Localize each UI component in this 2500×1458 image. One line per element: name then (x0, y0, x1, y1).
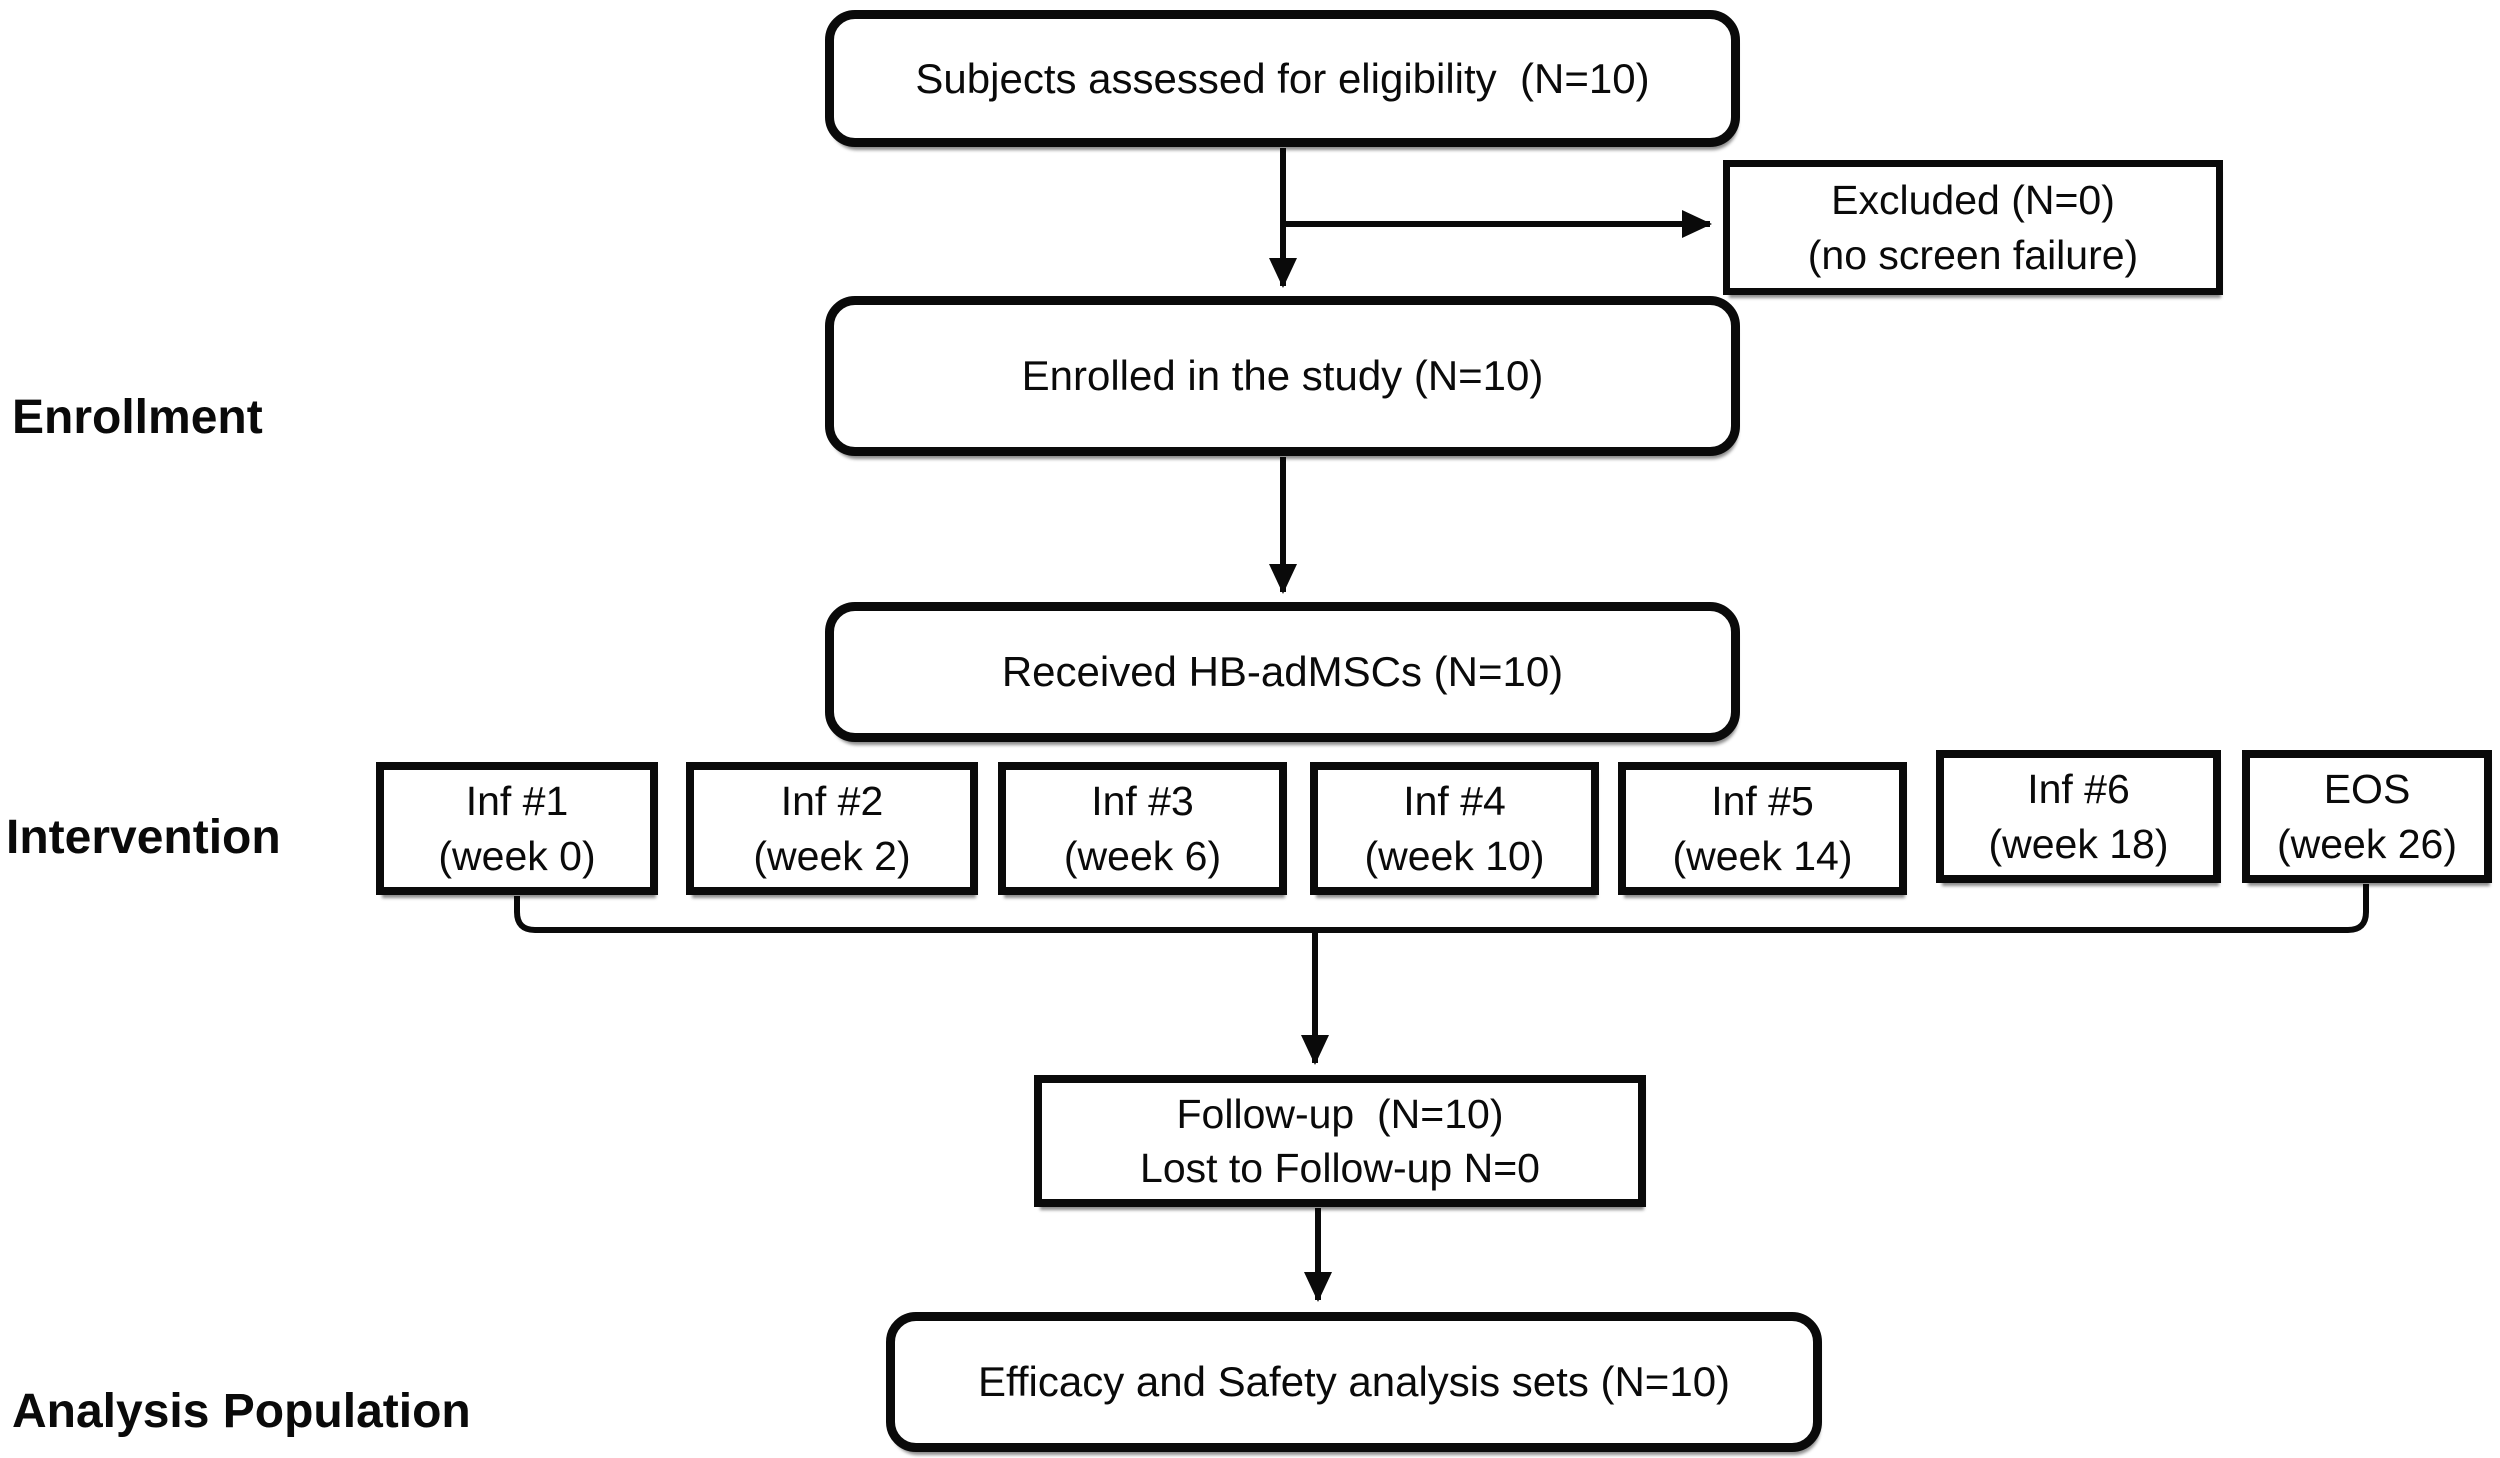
stage-label-enrollment: Enrollment (12, 391, 263, 444)
node-infusion-5-line1: Inf #5 (1711, 778, 1814, 825)
node-infusion-6-line1: Inf #6 (2027, 766, 2130, 813)
node-received-label: Received HB-adMSCs (N=10) (1001, 648, 1564, 696)
node-infusion-2-line1: Inf #2 (780, 778, 884, 825)
node-followup: Follow-up (N=10) Lost to Follow-up N=0 (1034, 1075, 1646, 1207)
node-infusion-1: Inf #1 (week 0) (376, 762, 658, 895)
node-followup-line1: Follow-up (N=10) (1176, 1090, 1504, 1137)
node-enrolled: Enrolled in the study (N=10) (825, 296, 1740, 456)
node-eligibility: Subjects assessed for eligibility (N=10) (825, 10, 1740, 147)
node-infusion-2-line2: (week 2) (753, 832, 911, 879)
node-infusion-5: Inf #5 (week 14) (1618, 762, 1907, 895)
node-infusion-1-line2: (week 0) (438, 832, 596, 879)
node-infusion-4: Inf #4 (week 10) (1310, 762, 1599, 895)
node-eos: EOS (week 26) (2242, 750, 2492, 883)
node-excluded: Excluded (N=0) (no screen failure) (1723, 160, 2223, 295)
node-followup-line2: Lost to Follow-up N=0 (1140, 1145, 1540, 1191)
node-infusion-4-line1: Inf #4 (1403, 778, 1506, 825)
node-received: Received HB-adMSCs (N=10) (825, 602, 1740, 742)
node-infusion-3-line2: (week 6) (1063, 832, 1222, 879)
node-infusion-2: Inf #2 (week 2) (686, 762, 978, 895)
node-analysis-sets: Efficacy and Safety analysis sets (N=10) (886, 1312, 1822, 1452)
intervention-bracket (514, 884, 2369, 933)
stage-label-analysis-population: Analysis Population (12, 1385, 471, 1438)
node-excluded-line1: Excluded (N=0) (1831, 177, 2115, 224)
node-enrolled-label: Enrolled in the study (N=10) (1021, 352, 1544, 400)
node-infusion-6-line2: (week 18) (1988, 820, 2169, 867)
node-infusion-3: Inf #3 (week 6) (998, 762, 1287, 895)
node-infusion-1-line1: Inf #1 (465, 778, 569, 825)
node-eos-line1: EOS (2323, 766, 2411, 813)
node-analysis-sets-label: Efficacy and Safety analysis sets (N=10) (977, 1358, 1731, 1406)
node-infusion-6: Inf #6 (week 18) (1936, 750, 2221, 883)
node-infusion-4-line2: (week 10) (1364, 832, 1545, 879)
node-infusion-5-line2: (week 14) (1672, 832, 1853, 879)
node-excluded-line2: (no screen failure) (1807, 231, 2139, 278)
node-eligibility-label: Subjects assessed for eligibility (N=10) (915, 54, 1650, 102)
stage-label-intervention: Intervention (6, 811, 281, 864)
node-infusion-3-line1: Inf #3 (1091, 778, 1194, 825)
node-eos-line2: (week 26) (2276, 820, 2457, 867)
